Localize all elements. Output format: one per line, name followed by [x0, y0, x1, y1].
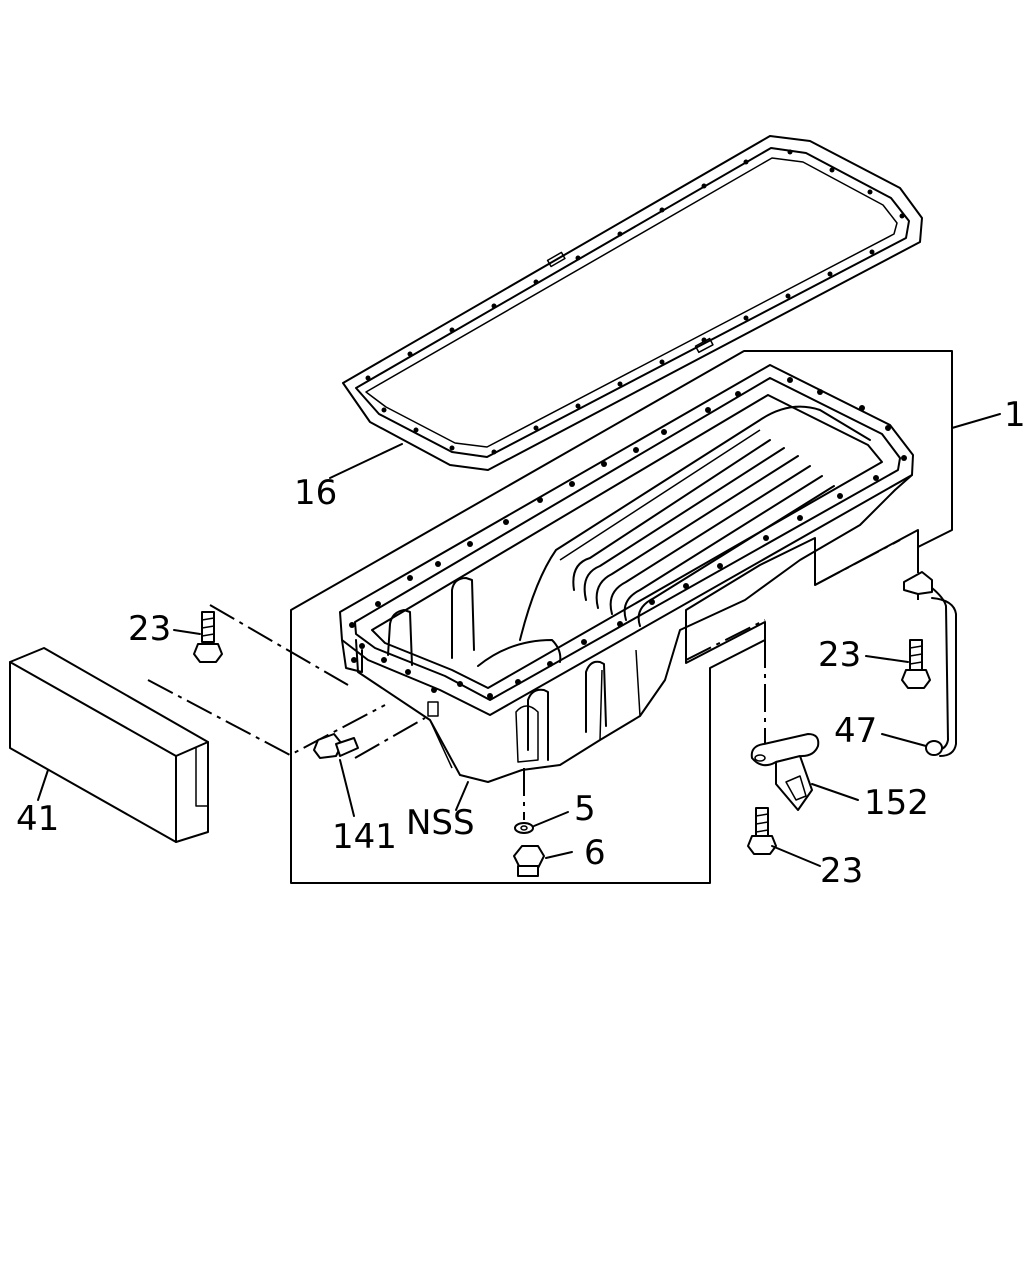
bolt-23-right-lower — [747, 807, 821, 867]
callout-nss: NSS — [406, 803, 475, 843]
oil-pan-assembly-frame — [290, 350, 953, 884]
bracket-152 — [750, 733, 859, 811]
callout-drain-plug: 6 — [584, 833, 606, 873]
nss-leader — [455, 781, 469, 811]
washer-5 — [514, 811, 569, 834]
callout-sensor-stud: 141 — [332, 817, 397, 857]
insulator-block-41 — [9, 647, 209, 843]
oil-pan-leader — [951, 413, 1001, 429]
clip-pipe-47 — [881, 571, 957, 757]
callout-bolt-right-upper: 23 — [818, 635, 861, 675]
callout-clip: 47 — [834, 711, 877, 751]
callout-bolt-left: 23 — [128, 609, 171, 649]
callout-bracket: 152 — [864, 783, 929, 823]
assembly-lines — [147, 539, 919, 820]
callout-insulator: 41 — [16, 799, 59, 839]
drain-plug-6 — [513, 845, 573, 877]
gasket-leader — [329, 443, 403, 479]
sensor-stud-141 — [313, 733, 359, 817]
callout-gasket: 16 — [294, 473, 337, 513]
oil-pan-body — [339, 364, 914, 783]
bolt-23-right-upper — [865, 639, 931, 689]
callout-oil-pan: 1 — [1004, 395, 1024, 435]
bolt-23-left — [173, 611, 223, 663]
callout-washer: 5 — [574, 789, 596, 829]
callout-bolt-right-lower: 23 — [820, 851, 863, 891]
oil-pan-gasket — [342, 135, 923, 471]
